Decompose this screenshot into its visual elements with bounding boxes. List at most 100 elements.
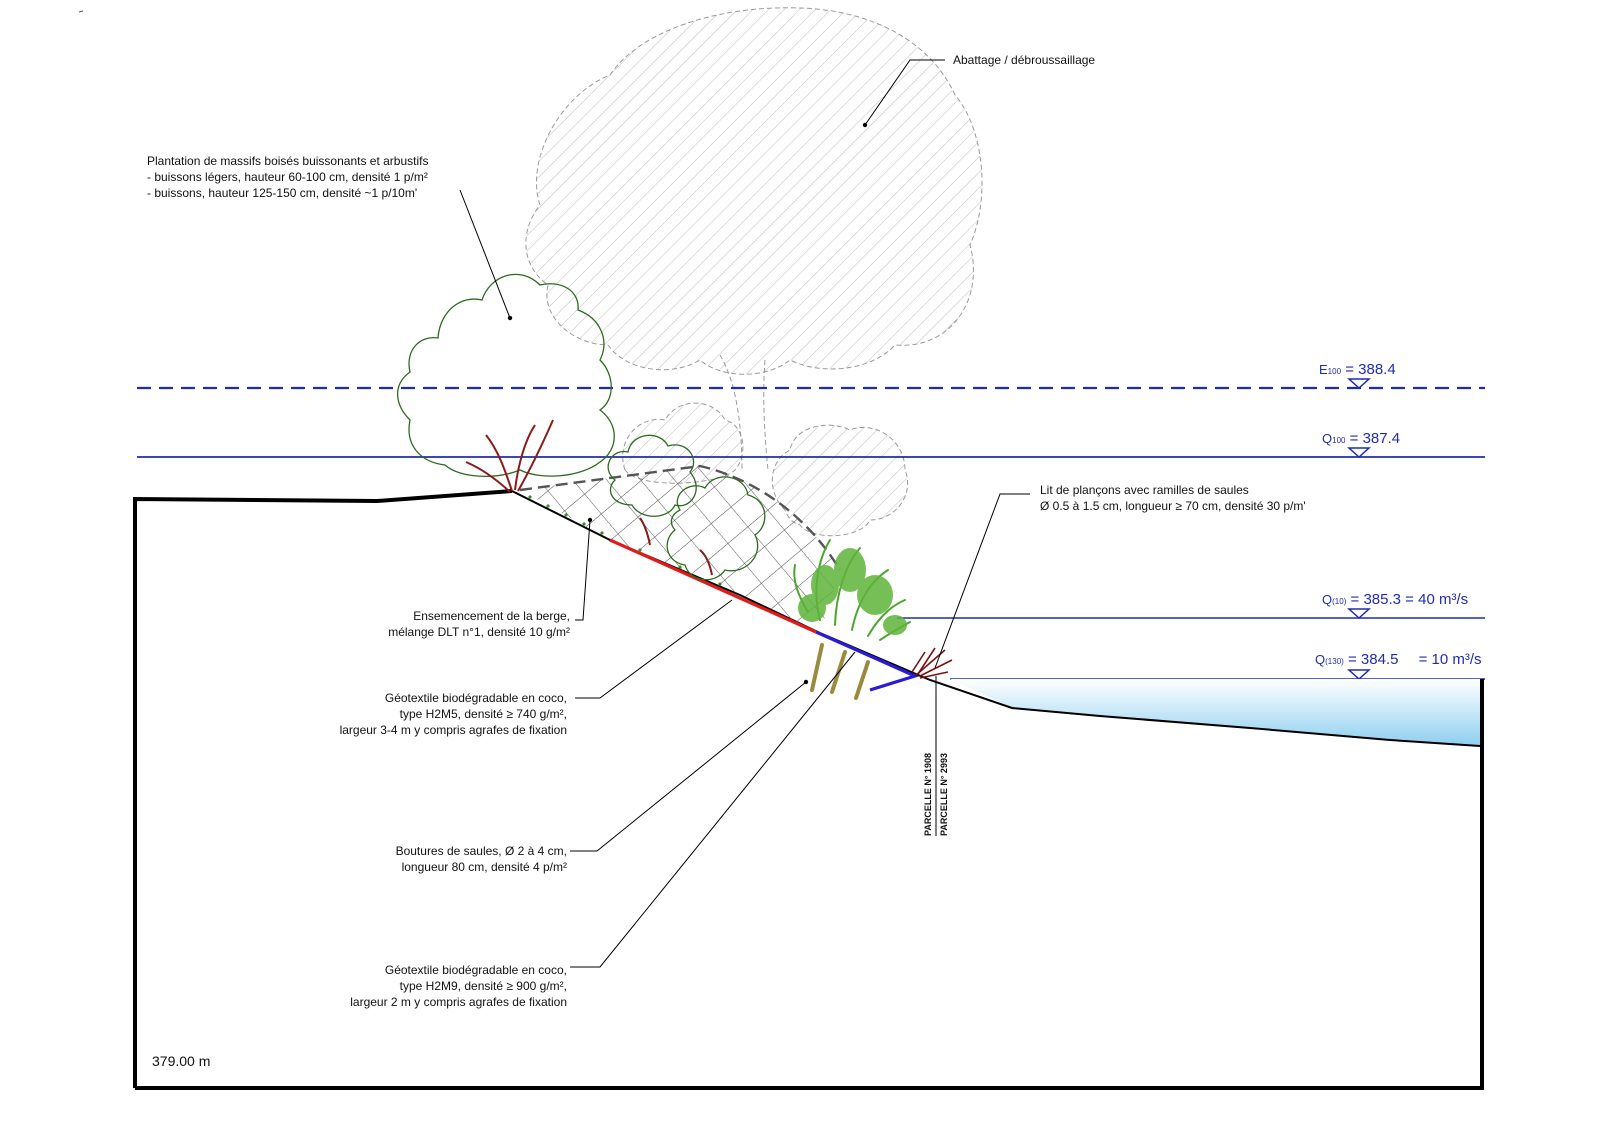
q10-marker-icon — [1347, 608, 1371, 620]
reed-stem — [699, 549, 713, 576]
leader-abattage — [864, 59, 945, 126]
leader-geotextile2 — [570, 651, 856, 968]
reference-elevation: 379.00 m — [152, 1053, 211, 1069]
level-q10: Q(10) = 385.3 = 40 m³/s — [1322, 591, 1468, 608]
label-geotextile2-line2: type H2M9, densité ≥ 900 g/m², — [399, 979, 567, 993]
leader-dots — [507, 122, 868, 685]
label-parcelle-2993: PARCELLE N° 2993 — [939, 753, 949, 836]
seed-mark — [718, 582, 722, 586]
leader-geotextile1 — [575, 599, 733, 699]
geotextile-h2m5 — [609, 538, 817, 634]
seed-mark — [564, 513, 568, 517]
e100-marker-icon — [1347, 378, 1371, 390]
reed-stem — [465, 461, 511, 493]
willow-cutting — [854, 660, 870, 700]
willow-leaf-cluster — [834, 548, 866, 592]
label-lit-line2: Ø 0.5 à 1.5 cm, longueur ≥ 70 cm, densit… — [1040, 499, 1306, 513]
label-ensemencement-line1: Ensemencement de la berge, — [413, 609, 570, 623]
level-q130-value: = 384.5 — [1347, 651, 1399, 668]
tree-to-cut — [525, 7, 983, 537]
label-boutures-line2: longueur 80 cm, densité 4 p/m² — [401, 860, 567, 874]
large-tree-crown — [525, 7, 983, 375]
label-boutures: Boutures de saules, Ø 2 à 4 cm, longueur… — [396, 843, 567, 875]
brushwood-layer — [911, 647, 953, 679]
level-e100-symbol: E — [1319, 362, 1328, 377]
label-geotextile2-line1: Géotextile biodégradable en coco, — [384, 963, 567, 977]
label-ensemencement-line2: mélange DLT n°1, densité 10 g/m² — [388, 625, 570, 639]
seed-mark — [600, 531, 604, 535]
leader-dot — [803, 679, 809, 685]
willow-cutting — [810, 643, 824, 692]
fill-soil-grid — [520, 466, 840, 633]
reed-stem — [514, 424, 536, 491]
level-q10-symbol: Q — [1322, 592, 1333, 607]
label-plantation-line1: Plantation de massifs boisés buissonants… — [147, 154, 429, 168]
leader-lines — [459, 59, 1030, 968]
level-q100-symbol: Q — [1322, 431, 1333, 446]
label-geotextile1-line3: largeur 3-4 m y compris agrafes de fixat… — [339, 723, 567, 737]
label-lit-plancons: Lit de plançons avec ramilles de saules … — [1040, 482, 1306, 514]
label-geotextile1-line2: type H2M5, densité ≥ 740 g/m², — [399, 707, 567, 721]
river-water — [950, 679, 1480, 746]
leader-plantation — [459, 189, 511, 319]
label-geotextile-h2m9: Géotextile biodégradable en coco, type H… — [350, 962, 567, 1010]
label-geotextile-h2m5: Géotextile biodégradable en coco, type H… — [340, 690, 567, 738]
leader-ensemencement — [575, 519, 591, 621]
label-plantation-line2: - buissons légers, hauteur 60-100 cm, de… — [147, 170, 428, 184]
willow-leaf-cluster — [857, 575, 893, 615]
seed-mark — [638, 548, 642, 552]
large-tree-trunk — [719, 354, 769, 471]
q100-marker-icon — [1347, 447, 1371, 459]
leader-dot — [862, 122, 868, 128]
label-abattage: Abattage / débroussaillage — [953, 52, 1095, 68]
willow-leaf-cluster — [883, 615, 907, 635]
leader-dot — [507, 315, 513, 321]
level-markers — [1347, 378, 1371, 681]
willow-leaf-cluster — [811, 565, 839, 605]
label-plantation-line3: - buissons, hauteur 125-150 cm, densité … — [147, 186, 418, 200]
reed-stem — [485, 434, 513, 492]
shrub-on-grid-outline — [666, 476, 766, 581]
level-q100-value: = 387.4 — [1349, 430, 1401, 447]
level-e100-value: = 388.4 — [1345, 361, 1396, 378]
willow-leaves — [798, 548, 907, 635]
leader-dot — [587, 517, 593, 523]
label-lit-line1: Lit de plançons avec ramilles de saules — [1040, 483, 1249, 497]
label-parcelle-1908: PARCELLE N° 1908 — [923, 753, 933, 836]
level-q130-subscript: (130) — [1325, 657, 1344, 666]
seed-mark — [582, 522, 586, 526]
level-q130-symbol: Q — [1315, 652, 1326, 667]
label-boutures-line1: Boutures de saules, Ø 2 à 4 cm, — [395, 844, 567, 858]
level-e100: E100 = 388.4 — [1319, 361, 1396, 378]
reed-stem — [517, 419, 554, 492]
reeds — [465, 419, 713, 576]
level-q10-flow: = 40 m³/s — [1405, 591, 1469, 608]
q130-marker-icon — [1347, 669, 1371, 681]
level-q130-flow: = 10 m³/s — [1418, 651, 1482, 668]
level-q10-subscript: (10) — [1332, 597, 1347, 606]
reed-stem — [639, 517, 651, 546]
leader-boutures — [570, 681, 807, 852]
seeding-marks — [528, 495, 722, 586]
label-ensemencement: Ensemencement de la berge, mélange DLT n… — [388, 608, 570, 640]
willow-branch — [867, 599, 906, 637]
leader-lit — [934, 493, 1030, 669]
level-q100-subscript: 100 — [1332, 436, 1346, 445]
seed-mark — [678, 565, 682, 569]
brushwood-twig — [919, 671, 949, 679]
label-plantation: Plantation de massifs boisés buissonants… — [147, 153, 428, 201]
medium-shrub-outline — [607, 434, 697, 517]
small-tree-crown-right — [771, 424, 909, 537]
level-e100-subscript: 100 — [1327, 367, 1342, 376]
terrain-profile-frame — [133, 489, 1484, 1090]
level-q130: Q(130) = 384.5 = 10 m³/s — [1315, 651, 1482, 668]
label-geotextile1-line1: Géotextile biodégradable en coco, — [384, 691, 567, 705]
willow-leaf-cluster — [798, 594, 826, 622]
stray-mark — [78, 10, 84, 13]
label-abattage-text: Abattage / débroussaillage — [953, 53, 1096, 67]
seed-mark — [546, 504, 550, 508]
level-q100: Q100 = 387.4 — [1322, 430, 1400, 447]
brushwood-twig — [911, 651, 926, 673]
seed-mark — [528, 495, 532, 499]
